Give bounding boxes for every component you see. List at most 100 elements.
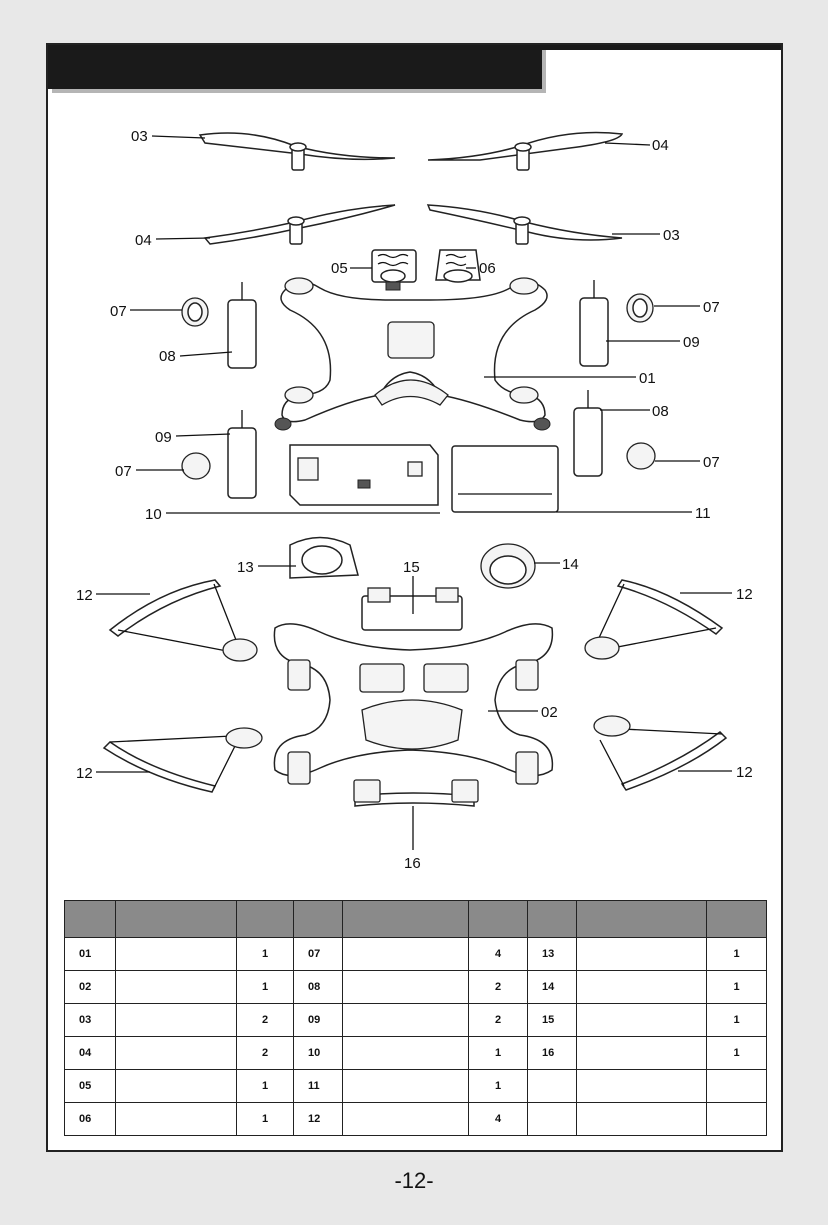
part-number: 08 <box>293 970 343 1004</box>
part-name <box>115 1069 237 1103</box>
part-name <box>576 1102 707 1136</box>
callout-14: 14 <box>562 556 579 573</box>
ring-07d <box>626 442 656 470</box>
part-qty: 2 <box>468 970 528 1004</box>
part-number: 14 <box>527 970 577 1004</box>
part-name <box>576 1036 707 1070</box>
part-qty: 1 <box>468 1036 528 1070</box>
part-number: 04 <box>64 1036 116 1070</box>
part-number: 11 <box>293 1069 343 1103</box>
part-name <box>115 970 237 1004</box>
part-number: 03 <box>64 1003 116 1037</box>
part-number: 09 <box>293 1003 343 1037</box>
header-rule <box>542 45 781 50</box>
part-qty: 1 <box>706 937 767 971</box>
propeller-03-mid-right <box>426 204 623 245</box>
lens-ring-14 <box>480 543 536 589</box>
part-name <box>342 1102 469 1136</box>
callout-07: 07 <box>115 463 132 480</box>
part-name <box>115 937 237 971</box>
part-qty: 2 <box>236 1003 294 1037</box>
header-cell <box>236 900 294 938</box>
part-qty: 1 <box>468 1069 528 1103</box>
part-number: 01 <box>64 937 116 971</box>
part-qty: 2 <box>468 1003 528 1037</box>
header-cell <box>64 900 116 938</box>
callout-07: 07 <box>703 299 720 316</box>
callout-03: 03 <box>131 128 148 145</box>
part-qty: 1 <box>706 970 767 1004</box>
part-qty: 1 <box>236 1102 294 1136</box>
callout-12: 12 <box>76 765 93 782</box>
part-qty: 4 <box>468 937 528 971</box>
callout-09: 09 <box>683 334 700 351</box>
part-qty: 1 <box>236 937 294 971</box>
part-name <box>342 1003 469 1037</box>
battery-11 <box>451 445 559 513</box>
callout-02: 02 <box>541 704 558 721</box>
table-row: 01 1 07 4 13 1 <box>64 937 767 971</box>
propeller-04-top-right <box>427 131 624 171</box>
callout-07: 07 <box>110 303 127 320</box>
parts-list-table: 01 1 07 4 13 1 02 1 08 2 14 1 03 2 09 <box>64 900 767 1136</box>
part-number: 15 <box>527 1003 577 1037</box>
part-qty: 1 <box>706 1036 767 1070</box>
header-cell <box>293 900 343 938</box>
part-number <box>527 1102 577 1136</box>
header-cell <box>342 900 469 938</box>
part-name <box>115 1003 237 1037</box>
table-row: 04 2 10 1 16 1 <box>64 1036 767 1070</box>
part-name <box>342 937 469 971</box>
callout-16: 16 <box>404 855 421 872</box>
callout-04: 04 <box>652 137 669 154</box>
callout-15: 15 <box>403 559 420 576</box>
section-header-bar <box>48 45 542 89</box>
part-number: 16 <box>527 1036 577 1070</box>
motor-08-left <box>227 282 257 369</box>
part-name <box>115 1036 237 1070</box>
header-cell <box>576 900 707 938</box>
callout-10: 10 <box>145 506 162 523</box>
part-number: 10 <box>293 1036 343 1070</box>
part-name <box>576 1003 707 1037</box>
header-cell <box>115 900 237 938</box>
part-qty: 1 <box>236 1069 294 1103</box>
part-number: 05 <box>64 1069 116 1103</box>
callout-07: 07 <box>703 454 720 471</box>
part-name <box>576 970 707 1004</box>
guard-12-bottom-left <box>102 727 263 793</box>
propeller-03-top-left <box>198 132 396 171</box>
header-cell <box>468 900 528 938</box>
propeller-04-mid-left <box>203 204 396 245</box>
callout-08: 08 <box>159 348 176 365</box>
part-number: 06 <box>64 1102 116 1136</box>
part-qty: 1 <box>706 1003 767 1037</box>
callout-03: 03 <box>663 227 680 244</box>
callout-11: 11 <box>695 505 711 522</box>
guard-12-top-right <box>584 579 724 660</box>
guard-12-bottom-right <box>593 715 728 791</box>
table-row: 06 1 12 4 <box>64 1102 767 1136</box>
part-05 <box>371 249 417 291</box>
part-number: 13 <box>527 937 577 971</box>
callout-12: 12 <box>736 586 753 603</box>
part-name <box>115 1102 237 1136</box>
header-cell <box>706 900 767 938</box>
landing-bar-16 <box>353 779 479 807</box>
part-qty: 4 <box>468 1102 528 1136</box>
callout-05: 05 <box>331 260 348 277</box>
part-qty: 2 <box>236 1036 294 1070</box>
header-cell <box>527 900 577 938</box>
callout-12: 12 <box>736 764 753 781</box>
callout-12: 12 <box>76 587 93 604</box>
camera-mount-13 <box>289 536 359 579</box>
part-name <box>342 1069 469 1103</box>
callout-13: 13 <box>237 559 254 576</box>
part-name <box>576 1069 707 1103</box>
bottom-frame-02 <box>273 623 554 785</box>
motor-09-right <box>579 280 609 367</box>
table-row: 02 1 08 2 14 1 <box>64 970 767 1004</box>
table-row: 05 1 11 1 <box>64 1069 767 1103</box>
part-name <box>342 1036 469 1070</box>
part-number <box>527 1069 577 1103</box>
